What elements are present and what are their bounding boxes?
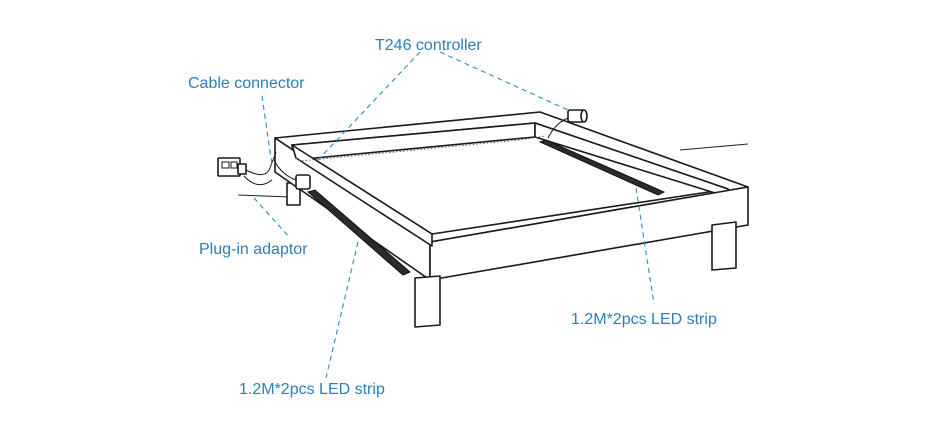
led-strip-back-bar (538, 139, 666, 196)
bed-frame (274, 111, 749, 281)
leader-led-front (325, 241, 359, 379)
label-led-strip-back: 1.2M*2pcs LED strip (571, 311, 717, 328)
front-legs (414, 221, 737, 328)
leader-cable-connector (261, 95, 273, 166)
leader-plug-adaptor (253, 197, 291, 239)
led-strip-front-bar (306, 189, 411, 276)
led-strips (306, 139, 666, 276)
label-led-strip-front: 1.2M*2pcs LED strip (239, 381, 385, 398)
leader-controller-left (317, 51, 421, 161)
label-controller: T246 controller (375, 37, 482, 54)
controller-device (547, 109, 588, 139)
leader-led-back (635, 187, 655, 305)
leader-controller-right (439, 51, 569, 111)
label-cable-connector: Cable connector (188, 75, 305, 92)
cable-connector-device (273, 159, 311, 190)
hidden-cable-path (295, 135, 546, 162)
label-plug-adaptor: Plug-in adaptor (199, 241, 308, 258)
plug-adaptor-device (217, 151, 277, 186)
leader-lines (253, 51, 655, 379)
